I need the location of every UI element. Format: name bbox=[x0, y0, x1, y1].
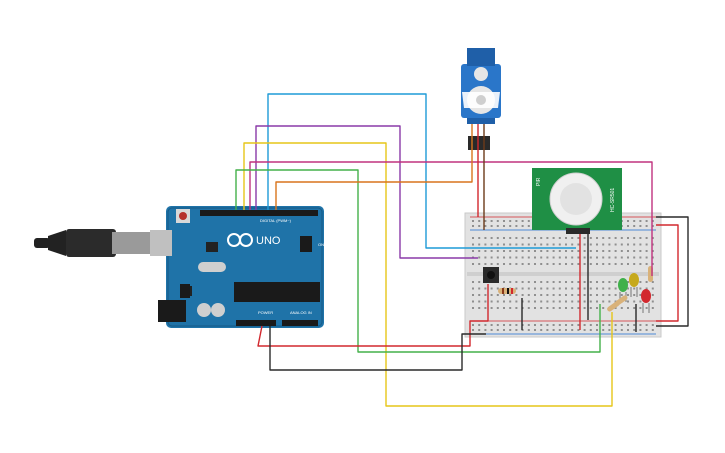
crystal bbox=[198, 262, 226, 272]
led-red[interactable] bbox=[641, 289, 651, 313]
resistor[interactable] bbox=[614, 294, 628, 306]
resistor[interactable] bbox=[498, 288, 516, 294]
usb-port bbox=[150, 230, 172, 256]
usb-cable[interactable] bbox=[34, 229, 170, 257]
led-yellow[interactable] bbox=[629, 273, 639, 297]
wire-blue[interactable] bbox=[267, 93, 576, 249]
power-label: POWER bbox=[258, 310, 273, 315]
push-button[interactable] bbox=[483, 267, 499, 283]
wire-black-rail[interactable] bbox=[656, 216, 689, 327]
atmega-chip bbox=[234, 282, 320, 302]
capacitor bbox=[197, 303, 211, 317]
pir-label-right: HC-SR501 bbox=[610, 188, 616, 212]
power-jack bbox=[158, 300, 186, 322]
on-label: ON bbox=[318, 242, 324, 247]
power-header bbox=[236, 320, 276, 326]
servo-motor[interactable] bbox=[461, 48, 501, 150]
pir-label-left: PIR bbox=[536, 177, 542, 186]
arduino-board[interactable]: UNO DIGITAL (PWM~) POWER ANALOG IN ON bbox=[150, 206, 324, 328]
wire-yellow[interactable] bbox=[243, 142, 613, 407]
wire-green[interactable] bbox=[235, 169, 601, 353]
brand-label: UNO bbox=[256, 235, 281, 247]
analog-label: ANALOG IN bbox=[290, 310, 312, 315]
wire-magenta[interactable] bbox=[249, 161, 653, 276]
pir-sensor[interactable]: PIR HC-SR501 bbox=[532, 168, 622, 234]
wire-orange[interactable] bbox=[275, 150, 473, 210]
wire-black-ground[interactable] bbox=[269, 326, 486, 371]
digital-header bbox=[200, 210, 318, 216]
digital-label: DIGITAL (PWM~) bbox=[260, 218, 292, 223]
wire-purple[interactable] bbox=[255, 125, 478, 259]
arduino-logo-icon bbox=[227, 233, 253, 247]
analog-header bbox=[282, 320, 318, 326]
capacitor bbox=[211, 303, 225, 317]
wire-red-rail[interactable] bbox=[656, 224, 679, 322]
